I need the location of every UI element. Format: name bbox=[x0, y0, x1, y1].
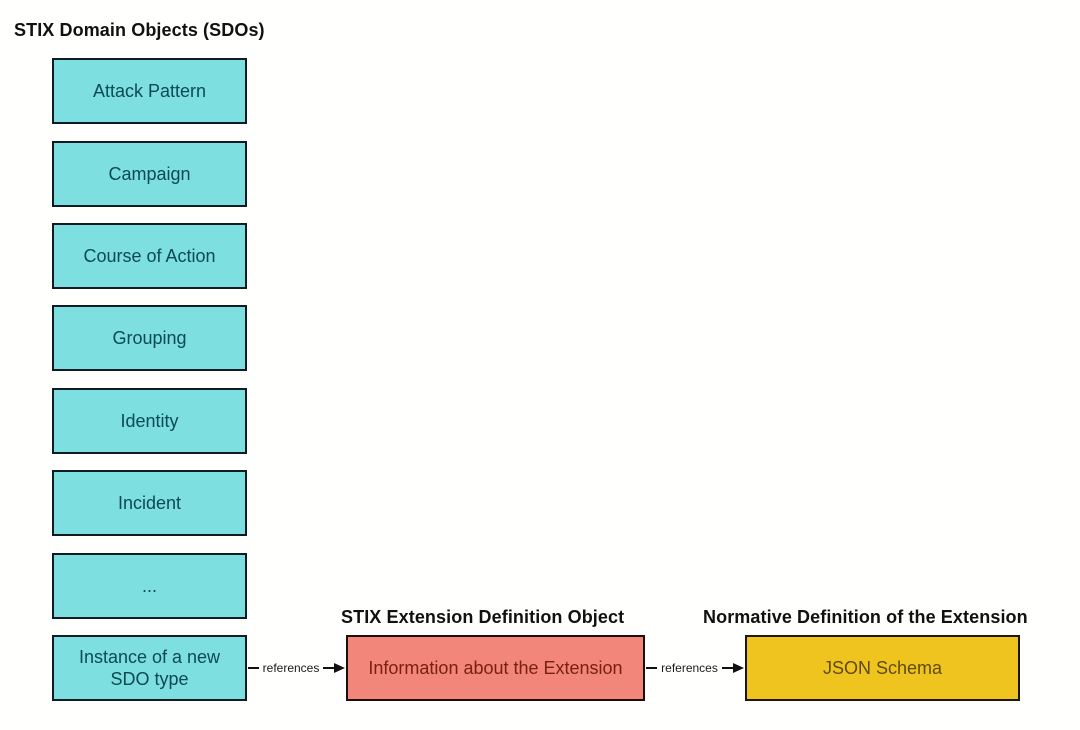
arrow-right-icon bbox=[334, 663, 346, 673]
sdo-box-attack-pattern: Attack Pattern bbox=[52, 58, 247, 124]
arrow-line bbox=[323, 667, 335, 669]
sdo-box-ellipsis: ... bbox=[52, 553, 247, 619]
sdo-box-grouping: Grouping bbox=[52, 305, 247, 371]
references-arrow-1: references bbox=[248, 659, 346, 677]
references-arrow-2: references bbox=[646, 659, 745, 677]
extension-definition-heading: STIX Extension Definition Object bbox=[341, 607, 625, 627]
references-label-1: references bbox=[262, 661, 320, 675]
sdo-box-course-of-action: Course of Action bbox=[52, 223, 247, 289]
json-schema-box: JSON Schema bbox=[745, 635, 1020, 701]
extension-info-box: Information about the Extension bbox=[346, 635, 645, 701]
sdo-box-incident: Incident bbox=[52, 470, 247, 536]
arrow-line bbox=[721, 667, 734, 669]
sdo-box-identity: Identity bbox=[52, 388, 247, 454]
normative-definition-heading: Normative Definition of the Extension bbox=[703, 607, 1028, 627]
arrow-right-icon bbox=[733, 663, 745, 673]
sdo-column-title: STIX Domain Objects (SDOs) bbox=[14, 20, 265, 40]
references-label-2: references bbox=[661, 661, 718, 675]
sdo-box-new-sdo-instance: Instance of a new SDO type bbox=[52, 635, 247, 701]
sdo-box-campaign: Campaign bbox=[52, 141, 247, 207]
arrow-line bbox=[646, 667, 658, 669]
arrow-line bbox=[248, 667, 259, 669]
